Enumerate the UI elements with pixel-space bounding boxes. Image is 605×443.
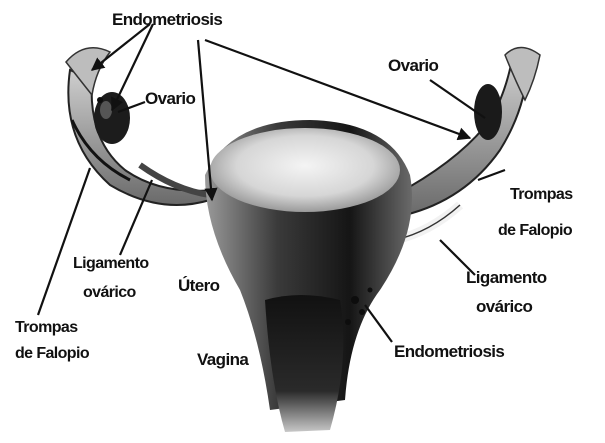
label-trompas-right-line2: de Falopio bbox=[498, 221, 572, 241]
label-ovario-left: Ovario bbox=[145, 89, 195, 109]
label-vagina: Vagina bbox=[197, 350, 248, 370]
label-endometriosis-bottom: Endometriosis bbox=[394, 342, 504, 362]
label-ovario-right: Ovario bbox=[388, 56, 438, 76]
label-ligamento-left-line2: ovárico bbox=[83, 283, 136, 303]
label-endometriosis-top: Endometriosis bbox=[112, 10, 222, 30]
label-trompas-left-line1: Trompas bbox=[15, 318, 78, 338]
label-ligamento-right-line2: ovárico bbox=[476, 297, 532, 317]
label-ligamento-left-line1: Ligamento bbox=[73, 254, 149, 274]
uterus-fundus bbox=[210, 128, 400, 212]
left-fallopian-tube bbox=[66, 48, 215, 205]
label-ligamento-right-line1: Ligamento bbox=[466, 268, 547, 288]
vagina-shape bbox=[265, 295, 343, 432]
label-utero: Útero bbox=[178, 276, 219, 296]
label-trompas-right-line1: Trompas bbox=[510, 185, 573, 205]
label-trompas-left-line2: de Falopio bbox=[15, 344, 89, 364]
